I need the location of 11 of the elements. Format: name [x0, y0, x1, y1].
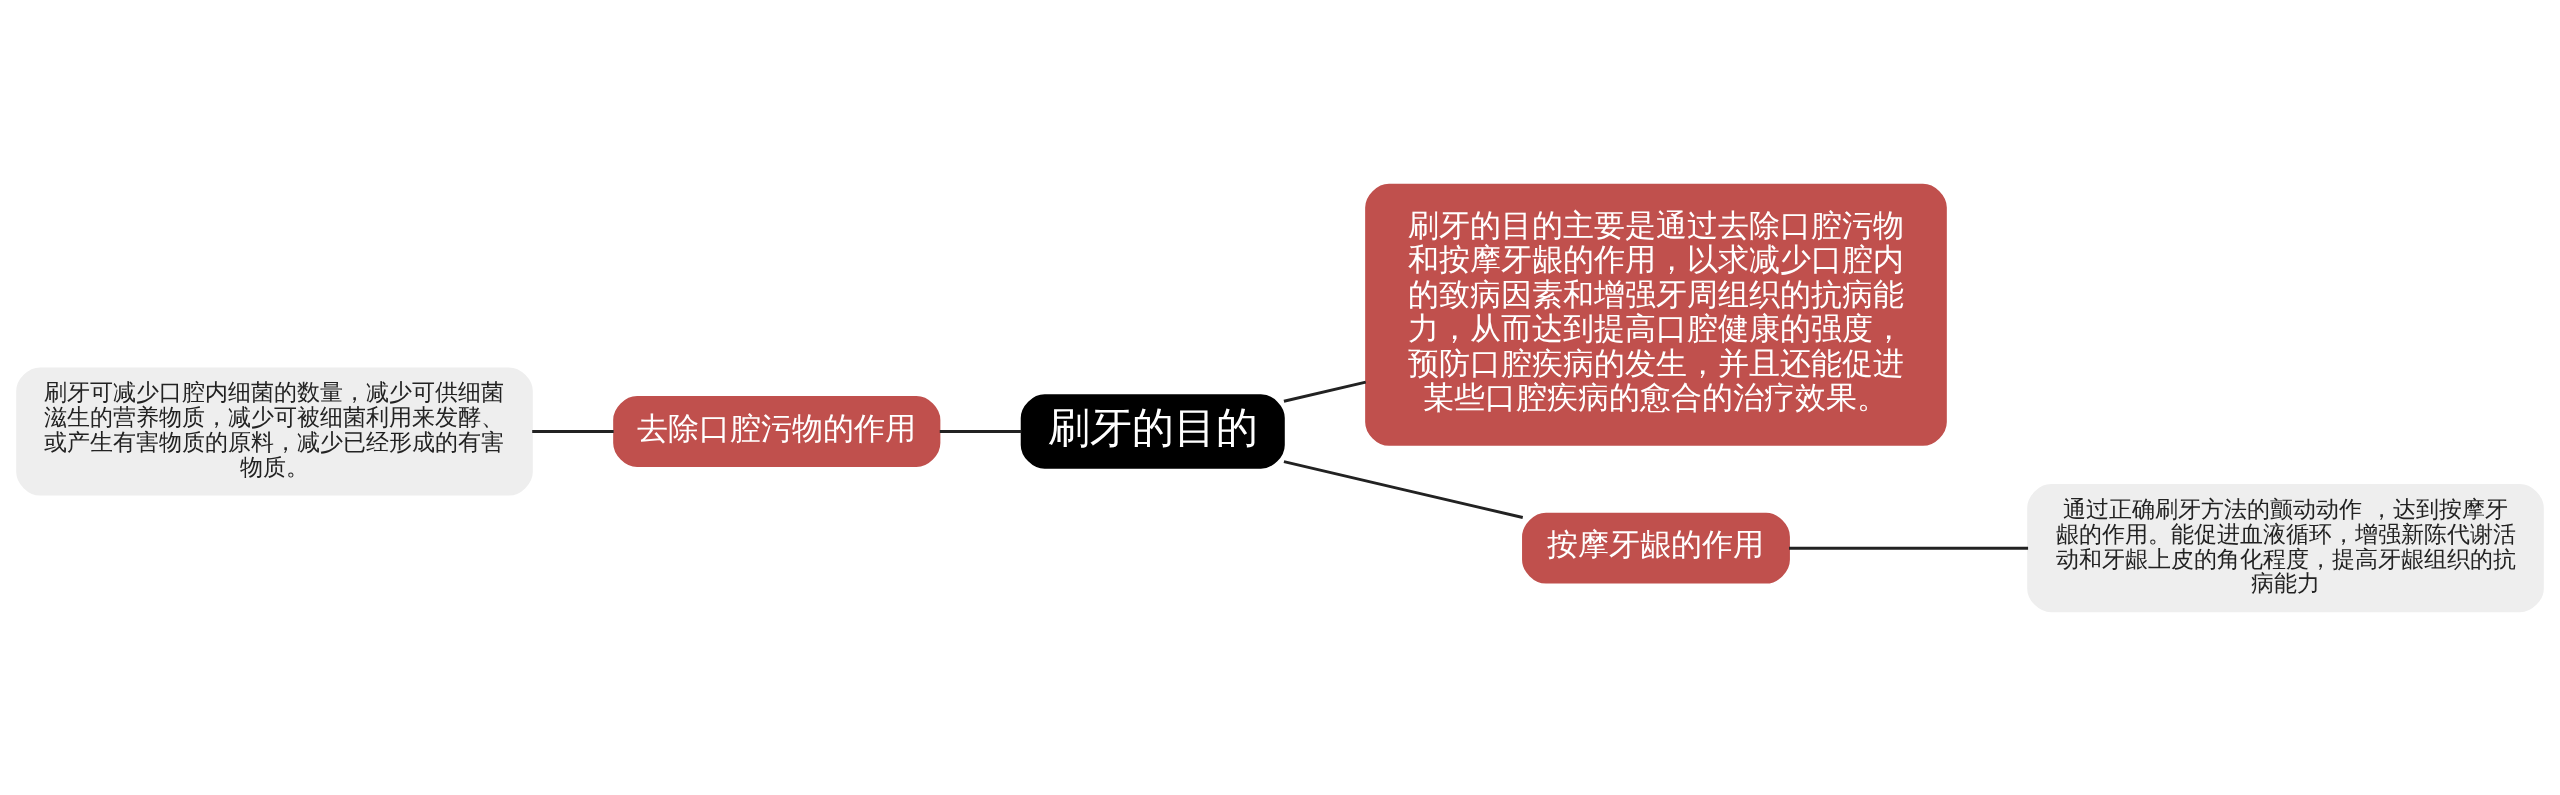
- connector: [1283, 380, 1367, 403]
- connector: [1283, 459, 1524, 519]
- node-box: 刷牙的目的: [1020, 393, 1285, 469]
- node-box: 刷牙的目的主要是通过去除口腔污物和按摩牙龈的作用，以求减少口腔内的致病因素和增强牙周组织的抗病能力，从而达到提高口腔健康的强度，预防口腔疾病的发生，并且还能促进某些口腔疾病的愈合的治疗效果。: [1365, 183, 1947, 446]
- node-box: 刷牙可减少口腔内细菌的数量，减少可供细菌滋生的营养物质，减少可被细菌利用来发酵、或产生有害物质的原料，减少已经形成的有害物质。: [16, 366, 533, 496]
- node-box: 去除口腔污物的作用: [613, 395, 941, 467]
- node-box: 通过正确刷牙方法的颤动动作 ，达到按摩牙龈的作用。能促进血液循环，增强新陈代谢活动和牙龈上皮的角化程度，提高牙龈组织的抗病能力: [2027, 483, 2544, 612]
- connector: [1789, 546, 2029, 550]
- connector: [939, 429, 1022, 433]
- connector: [532, 429, 614, 433]
- node-box: 按摩牙龈的作用: [1522, 512, 1790, 584]
